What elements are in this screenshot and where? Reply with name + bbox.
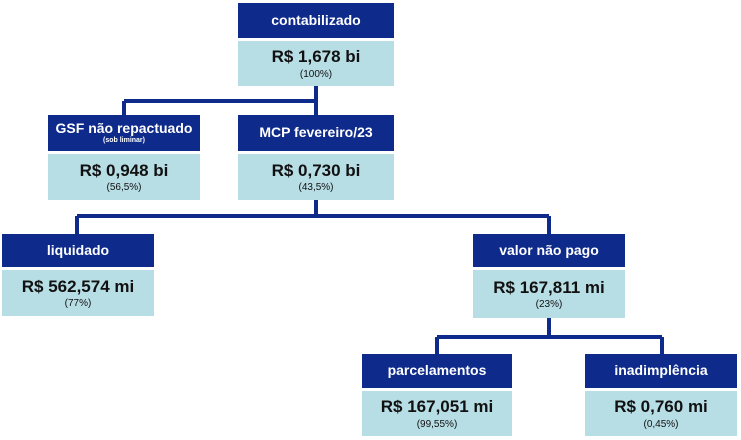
node-title: liquidado [46,241,110,258]
node-inadimplencia: inadimplência R$ 0,760 mi (0,45%) [585,354,737,436]
node-value: R$ 0,730 bi [271,160,361,180]
node-percent: (77%) [64,298,92,310]
node-value: R$ 167,051 mi [380,397,494,417]
node-valor-nao-pago: valor não pago R$ 167,811 mi (23%) [473,234,625,318]
node-title: contabilizado [271,11,361,28]
node-note: (sob liminar) [102,137,145,145]
node-value: R$ 1,678 bi [271,47,361,67]
node-title: parcelamentos [387,362,487,379]
node-percent: (0,45%) [643,418,679,430]
node-contabilizado: contabilizado R$ 1,678 bi (100%) [238,3,394,86]
node-value: R$ 167,811 mi [493,277,605,297]
node-percent: (99,55%) [416,418,458,430]
node-mcp-fevereiro: MCP fevereiro/23 R$ 0,730 bi (43,5%) [238,115,394,200]
node-title: valor não pago [499,241,599,258]
node-title: MCP fevereiro/23 [259,124,373,141]
node-percent: (56,5%) [106,182,142,194]
node-gsf-nao-repactuado: GSF não repactuado (sob liminar) R$ 0,94… [48,115,200,200]
node-parcelamentos: parcelamentos R$ 167,051 mi (99,55%) [362,354,512,436]
node-percent: (43,5%) [298,182,334,194]
node-title: inadimplência [614,362,708,379]
node-liquidado: liquidado R$ 562,574 mi (77%) [2,234,154,316]
node-value: R$ 562,574 mi [21,276,135,296]
node-title: GSF não repactuado [55,119,193,136]
node-value: R$ 0,760 mi [614,397,708,417]
node-value: R$ 0,948 bi [79,160,169,180]
node-percent: (23%) [535,299,563,311]
node-percent: (100%) [299,68,333,80]
